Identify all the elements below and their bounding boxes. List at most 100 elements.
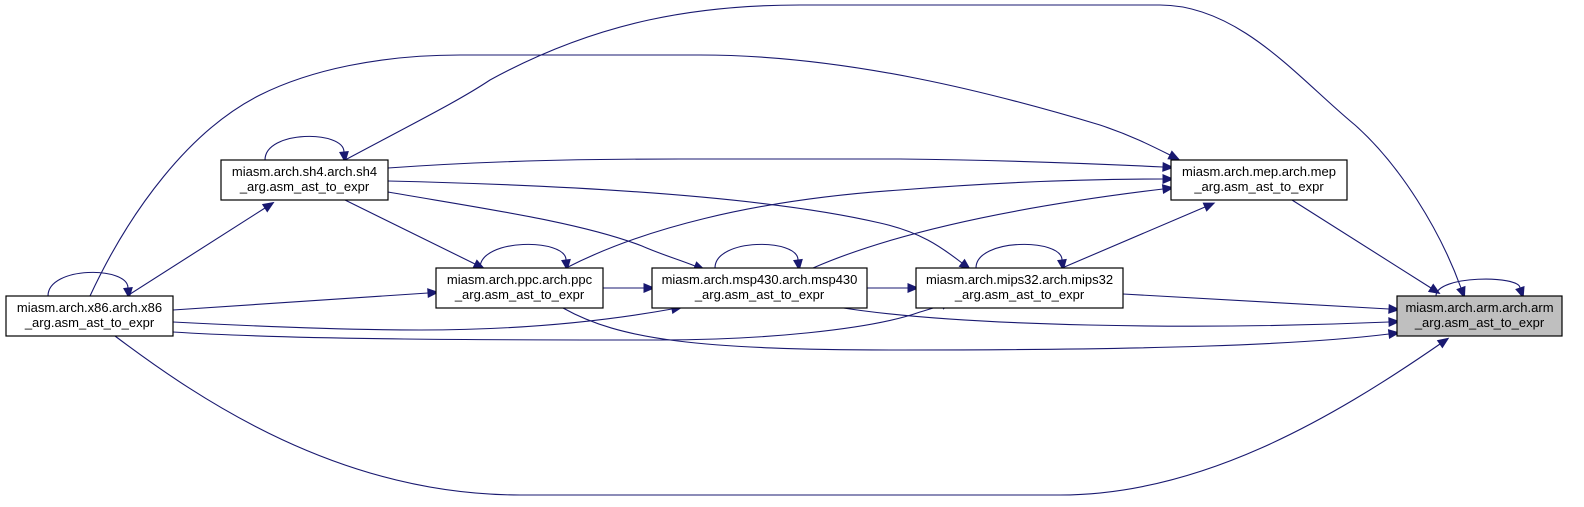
edge-msp430-to-arm [836, 306, 1401, 327]
arrowhead [793, 258, 803, 272]
edge-line [836, 306, 1390, 327]
arrowhead [1161, 184, 1175, 194]
node-box[interactable] [5, 295, 174, 337]
node-arm[interactable]: miasm.arch.arm.arch.arm_arg.asm_ast_to_e… [1396, 295, 1563, 337]
edge-ppc-to-mep [565, 174, 1175, 269]
node-box[interactable] [651, 267, 868, 309]
node-label-top: miasm.arch.arm.arch.arm [1405, 300, 1553, 315]
nodes-layer: miasm.arch.arm.arch.arm_arg.asm_ast_to_e… [5, 159, 1563, 337]
node-box[interactable] [1396, 295, 1563, 337]
node-label-top: miasm.arch.sh4.arch.sh4 [232, 164, 377, 179]
node-box[interactable] [915, 267, 1124, 309]
edge-line [172, 292, 429, 311]
edge-line [479, 243, 567, 269]
edge-line [114, 335, 1441, 496]
edge-ppc-to-msp430 [603, 283, 656, 293]
arrowhead [907, 283, 920, 293]
edge-line [714, 243, 799, 269]
node-mips32[interactable]: miasm.arch.mips32.arch.mips32_arg.asm_as… [915, 267, 1124, 309]
edge-line [47, 271, 129, 297]
arrowhead [123, 286, 133, 300]
node-label-bottom: _arg.asm_ast_to_expr [454, 287, 585, 302]
edge-line [812, 188, 1164, 269]
edge-arm-to-arm [1435, 278, 1525, 299]
node-msp430[interactable]: miasm.arch.msp430.arch.msp430_arg.asm_as… [651, 267, 868, 309]
node-label-bottom: _arg.asm_ast_to_expr [954, 287, 1085, 302]
edge-x86-to-mep [89, 54, 1181, 297]
edge-ppc-to-arm [562, 307, 1401, 351]
arrowhead [1202, 202, 1216, 212]
edge-sh4-to-sh4 [264, 135, 349, 164]
node-label-top: miasm.arch.mep.arch.mep [1182, 164, 1336, 179]
node-box[interactable] [435, 267, 604, 309]
arrowhead [1387, 329, 1401, 339]
edge-x86-to-arm [114, 335, 1450, 496]
edge-line [387, 180, 963, 264]
node-label-top: miasm.arch.msp430.arch.msp430 [662, 272, 858, 287]
edge-ppc-to-ppc [479, 243, 571, 272]
edge-sh4-to-ppc [344, 199, 486, 269]
edge-msp430-to-mep [812, 184, 1175, 269]
node-label-bottom: _arg.asm_ast_to_expr [24, 315, 155, 330]
node-label-bottom: _arg.asm_ast_to_expr [1193, 179, 1324, 194]
node-label-top: miasm.arch.ppc.arch.ppc [447, 272, 593, 287]
node-x86[interactable]: miasm.arch.x86.arch.x86_arg.asm_ast_to_e… [5, 295, 174, 337]
node-label-bottom: _arg.asm_ast_to_expr [694, 287, 825, 302]
arrowhead [1515, 285, 1525, 299]
edge-line [264, 135, 345, 161]
arrowhead [1388, 304, 1401, 314]
edge-line [562, 307, 1390, 351]
edge-line [172, 308, 673, 331]
arrowhead [339, 150, 349, 164]
node-sh4[interactable]: miasm.arch.sh4.arch.sh4_arg.asm_ast_to_e… [220, 159, 389, 201]
edge-line [1435, 278, 1521, 297]
node-ppc[interactable]: miasm.arch.ppc.arch.ppc_arg.asm_ast_to_e… [435, 267, 604, 309]
edge-x86-to-x86 [47, 271, 133, 300]
node-box[interactable] [220, 159, 389, 201]
arrowhead [1456, 285, 1466, 299]
edge-line [975, 243, 1063, 269]
arrowhead [261, 201, 275, 213]
arrowhead [1162, 174, 1175, 184]
edge-line [387, 191, 696, 267]
edge-line [1061, 206, 1206, 269]
node-label-top: miasm.arch.x86.arch.x86 [17, 300, 162, 315]
edge-line [387, 158, 1164, 169]
node-box[interactable] [1170, 159, 1348, 201]
arrowhead [643, 283, 656, 293]
arrowhead [1057, 258, 1067, 272]
node-label-bottom: _arg.asm_ast_to_expr [239, 179, 370, 194]
edge-line [89, 54, 1171, 297]
edge-sh4-to-msp430 [387, 191, 706, 271]
edge-line [344, 199, 476, 265]
edge-line [126, 207, 266, 297]
edge-x86-to-ppc [172, 288, 440, 311]
arrowhead [1388, 317, 1401, 327]
arrowhead [472, 259, 486, 269]
arrowhead [1162, 162, 1175, 172]
arrowhead [1436, 337, 1450, 349]
edge-line [1122, 293, 1390, 310]
arrowhead [561, 258, 571, 272]
edge-mips32-to-mips32 [975, 243, 1067, 272]
edge-msp430-to-msp430 [714, 243, 803, 272]
edge-sh4-to-arm [344, 4, 1466, 299]
node-mep[interactable]: miasm.arch.mep.arch.mep_arg.asm_ast_to_e… [1170, 159, 1348, 201]
edge-msp430-to-mips32 [867, 283, 920, 293]
edge-sh4-to-mep [387, 158, 1175, 172]
arrowhead [427, 288, 440, 298]
edge-mep-to-arm [1291, 199, 1441, 295]
edge-line [172, 304, 943, 341]
edge-line [344, 4, 1462, 289]
edges-layer [47, 4, 1525, 496]
arrowhead [1167, 150, 1181, 161]
edge-mips32-to-mep [1061, 202, 1216, 269]
edge-mips32-to-arm [1122, 293, 1401, 314]
node-label-bottom: _arg.asm_ast_to_expr [1414, 315, 1545, 330]
node-label-top: miasm.arch.mips32.arch.mips32 [926, 272, 1113, 287]
edge-x86-to-sh4 [126, 201, 275, 297]
edge-line [565, 178, 1164, 269]
arrowhead [1427, 283, 1441, 295]
